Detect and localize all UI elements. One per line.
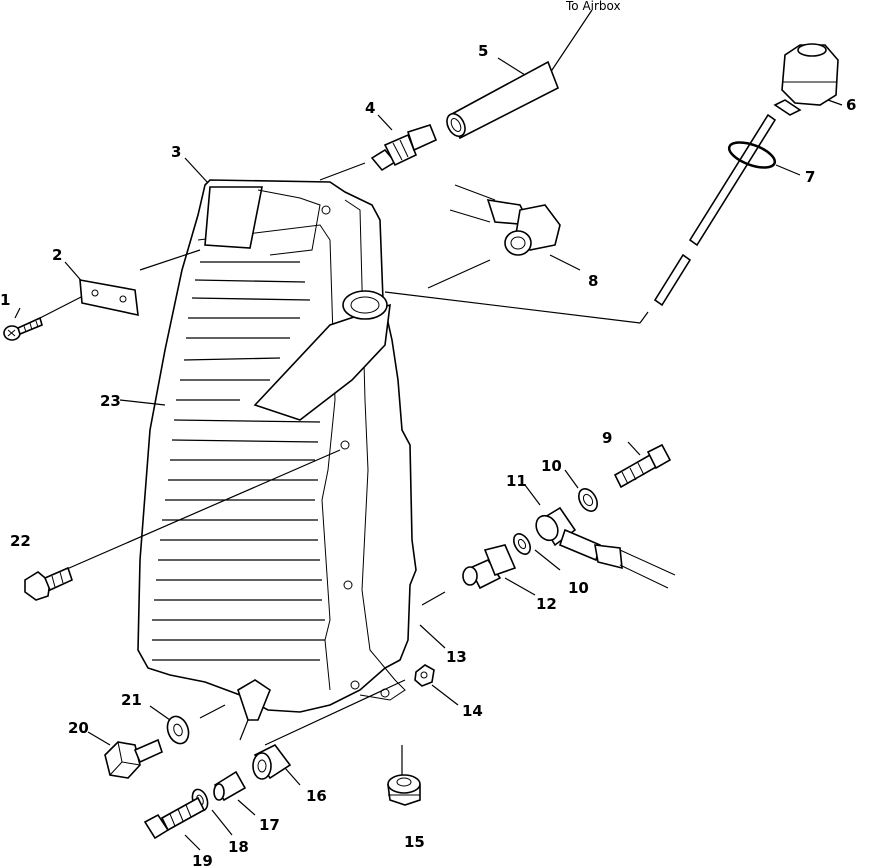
part-20-drain-bolt: [104, 738, 163, 779]
callout-18: 18: [228, 838, 249, 856]
part-12-fitting: [462, 544, 517, 590]
part-6-dipstick-cap: [653, 43, 839, 307]
callout-5: 5: [478, 42, 488, 60]
part-22-bolt: [24, 566, 73, 601]
part-19-bolt: [143, 796, 206, 840]
callout-20: 20: [68, 719, 89, 737]
callout-17: 17: [259, 816, 280, 834]
part-5-hose: [446, 60, 560, 140]
callout-11: 11: [506, 472, 527, 490]
part-10-washer-lower: [513, 533, 531, 555]
part-14-nut: [414, 664, 435, 687]
part-15-grommet: [387, 774, 421, 806]
leader-lines: [14, 9, 843, 851]
callout-8: 8: [588, 272, 598, 290]
part-9-bolt: [613, 443, 672, 489]
filler-neck: [253, 290, 391, 421]
part-10-washer-upper: [578, 488, 598, 512]
oil-tank: [137, 179, 417, 721]
callout-14: 14: [462, 702, 483, 720]
callout-12: 12: [536, 595, 557, 613]
callout-19: 19: [192, 852, 213, 867]
to-airbox-note: To Airbox: [565, 0, 621, 13]
callout-23: 23: [100, 392, 121, 410]
part-2-bracket: [79, 279, 139, 317]
part-7-o-ring: [727, 141, 777, 169]
callout-7: 7: [805, 168, 815, 186]
callout-16: 16: [306, 787, 327, 805]
callout-10-upper: 10: [541, 457, 562, 475]
callout-9: 9: [602, 429, 612, 447]
callout-21: 21: [121, 691, 142, 709]
callout-1: 1: [0, 291, 10, 309]
part-21-washer: [166, 715, 190, 745]
callout-2: 2: [52, 246, 62, 264]
part-1-screw: [3, 316, 43, 341]
part-11-banjo-fitting: [535, 506, 676, 589]
part-17-sleeve: [213, 770, 247, 802]
cooling-fins: [152, 261, 325, 661]
callout-22: 22: [10, 532, 31, 550]
callout-4: 4: [365, 99, 375, 117]
callout-15: 15: [404, 833, 425, 851]
callout-labels: To Airbox 1 2 3 4 5 6 7 8 9 10 11 10 12 …: [0, 0, 856, 867]
callout-3: 3: [171, 143, 181, 161]
part-16-spacer: [252, 743, 292, 780]
callout-6: 6: [846, 96, 856, 114]
part-4-vent-fitting: [370, 124, 438, 172]
callout-10-lower: 10: [568, 579, 589, 597]
part-8-elbow-fitting: [449, 184, 561, 256]
callout-13: 13: [446, 648, 467, 666]
